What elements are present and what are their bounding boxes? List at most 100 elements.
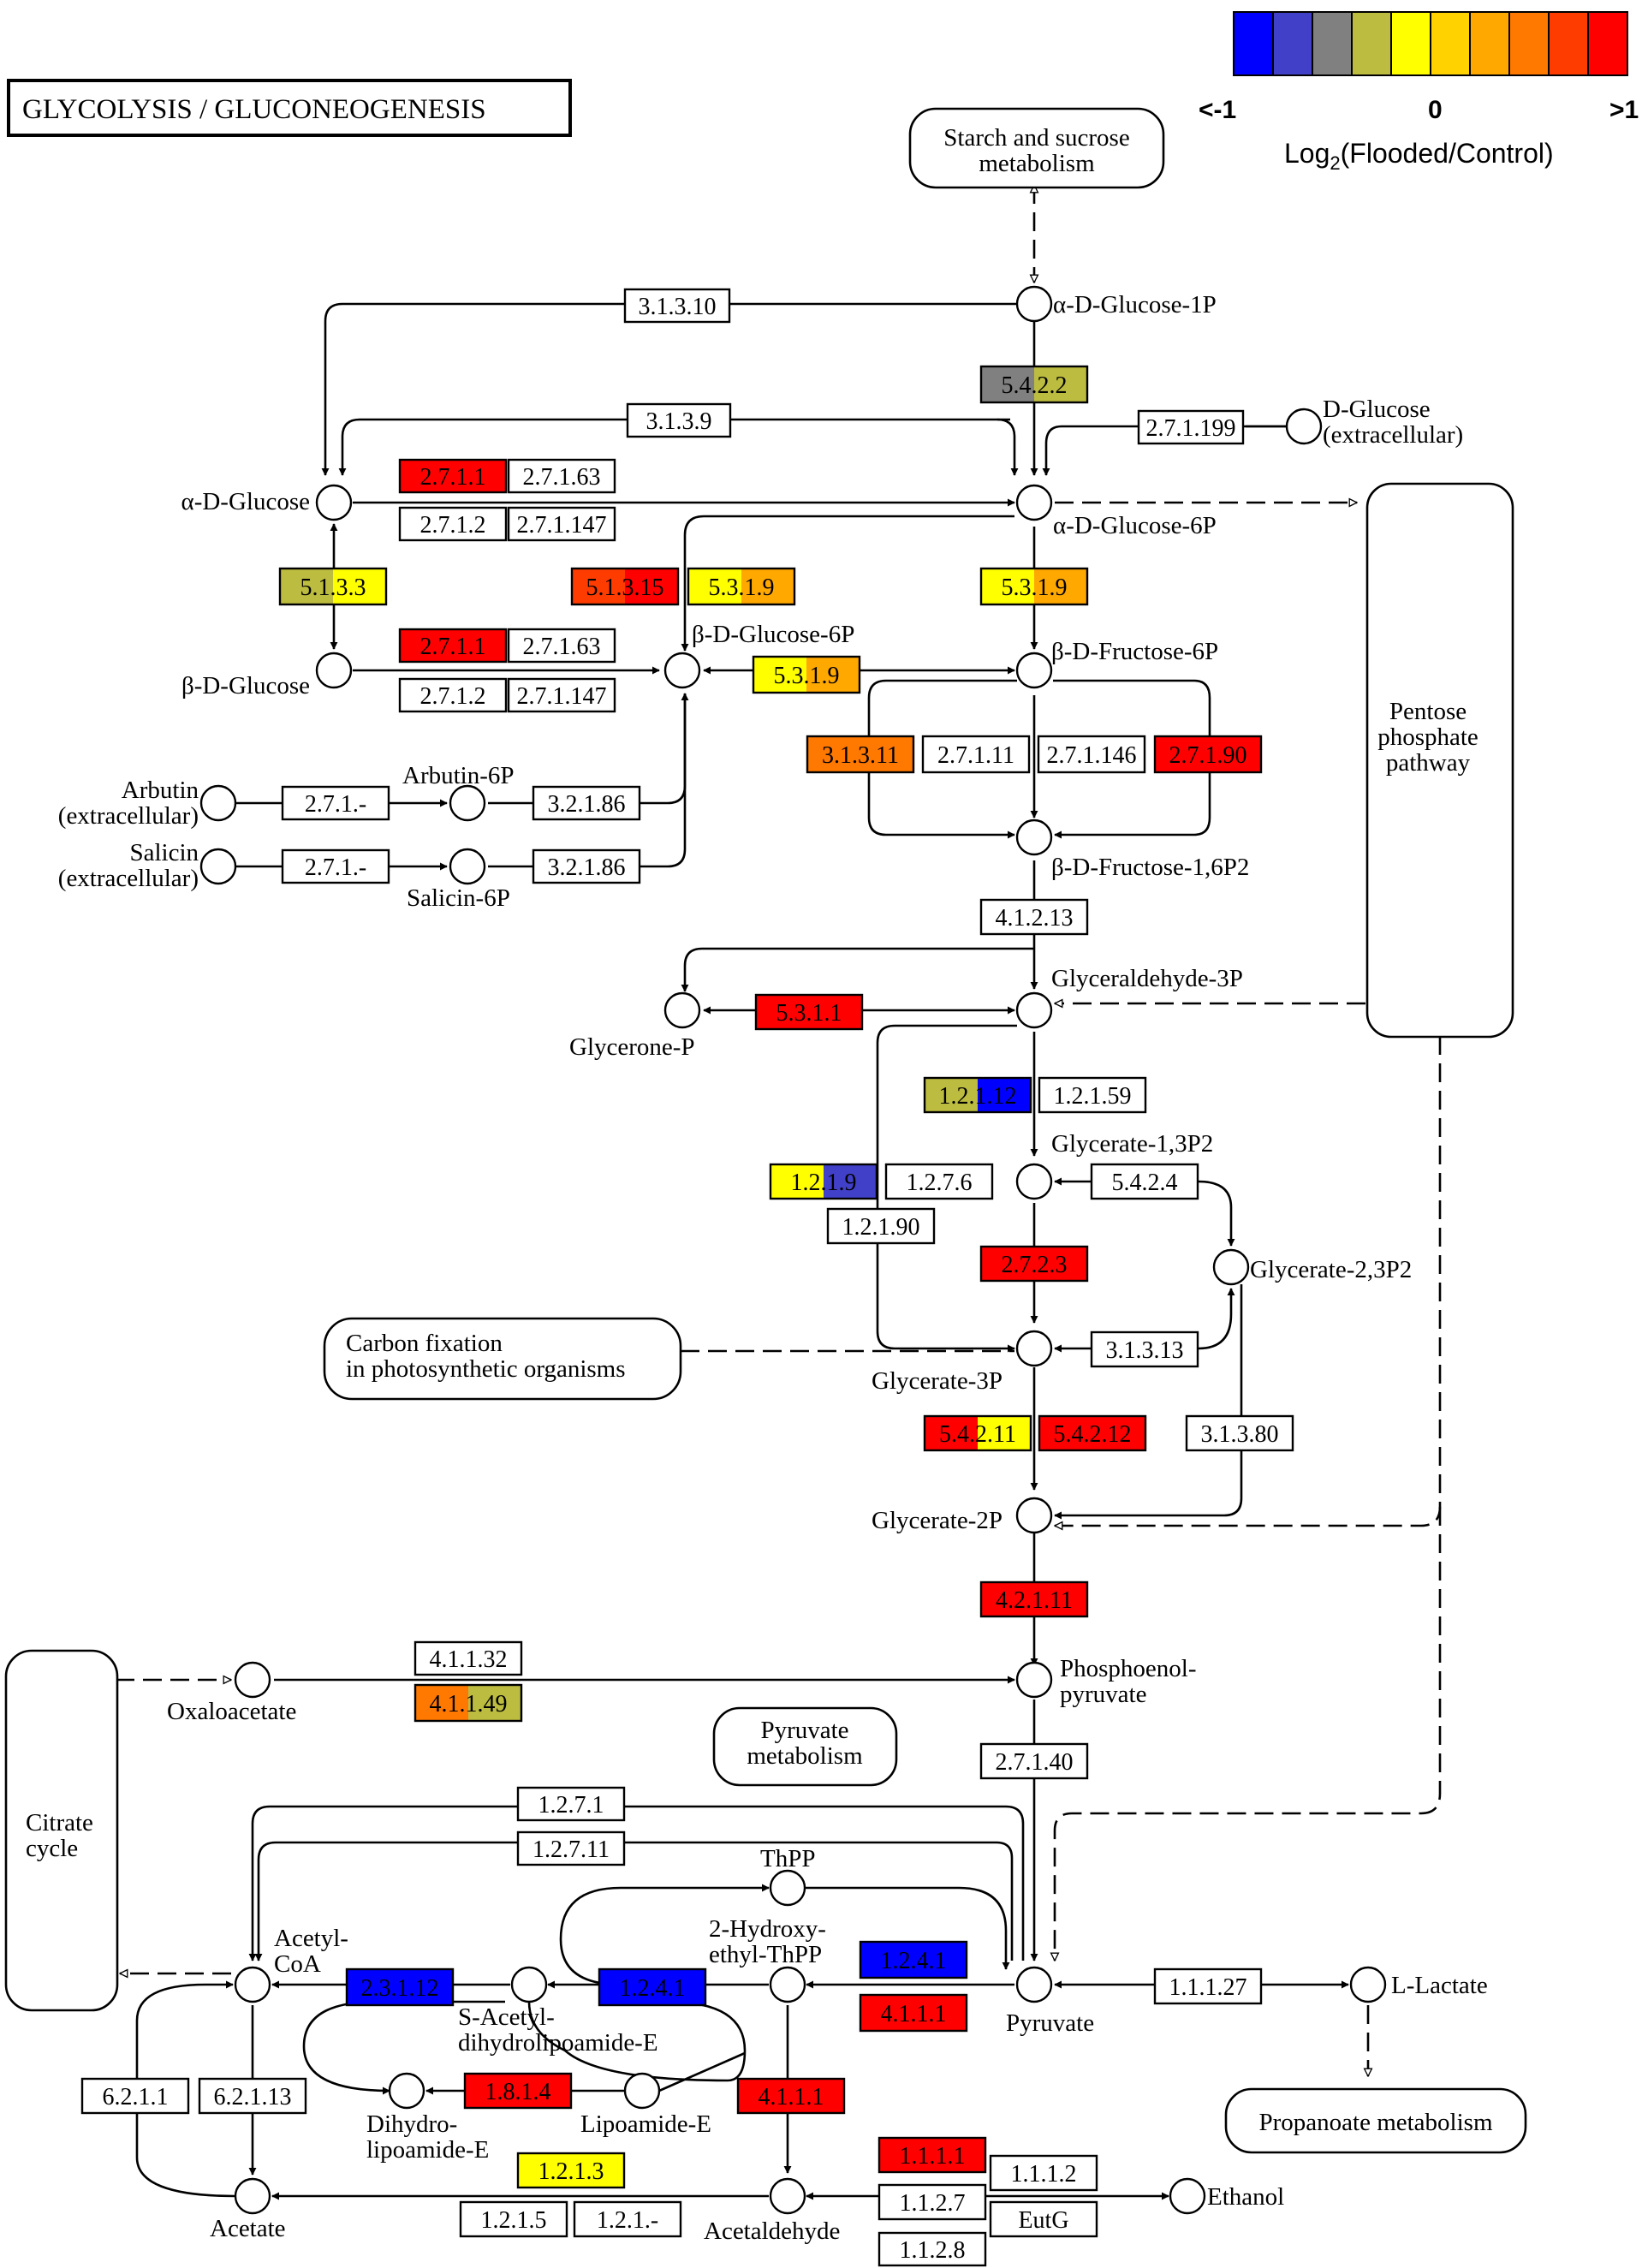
pathway-pyruvate-metabolism[interactable]: [712, 1706, 898, 1787]
compound-arbutin[interactable]: Arbutin(extracellular): [58, 777, 237, 830]
enzyme-5-4-2-12[interactable]: 5.4.2.12: [1038, 1414, 1147, 1452]
enzyme-3-1-3-13[interactable]: 3.1.3.13: [1090, 1330, 1199, 1368]
compound-b-fructose-6p[interactable]: β-D-Fructose-6P: [1015, 638, 1218, 689]
compound-thpp[interactable]: ThPP: [760, 1845, 815, 1907]
compound-salicin[interactable]: Salicin(extracellular): [58, 839, 237, 892]
enzyme-2-7-1-1[interactable]: 2.7.1.1: [398, 458, 508, 494]
enzyme-1-2-7-6[interactable]: 1.2.7.6: [884, 1163, 994, 1200]
enzyme-EutG[interactable]: EutG: [989, 2200, 1098, 2238]
enzyme-4-2-1-11[interactable]: 4.2.1.11: [979, 1580, 1089, 1618]
enzyme-2-7-1-90[interactable]: 2.7.1.90: [1153, 735, 1263, 774]
enzyme-6-2-1-1[interactable]: 6.2.1.1: [80, 2077, 190, 2115]
compound-lipoamide[interactable]: Lipoamide-E: [580, 2072, 711, 2138]
pathway-starch[interactable]: [908, 107, 1165, 189]
compound-a-glucose[interactable]: α-D-Glucose: [181, 484, 353, 521]
pathway-carbon-fixation[interactable]: [323, 1317, 682, 1401]
enzyme-1-2-1-12[interactable]: 1.2.1.12: [923, 1076, 1032, 1114]
compound-acetaldehyde[interactable]: Acetaldehyde: [704, 2177, 840, 2245]
compound-salicin-6p[interactable]: Salicin-6P: [407, 848, 510, 912]
compound-pep[interactable]: Phosphoenol-pyruvate: [1015, 1655, 1197, 1708]
enzyme-5-3-1-1[interactable]: 5.3.1.1: [754, 993, 864, 1031]
enzyme-6-2-1-13[interactable]: 6.2.1.13: [198, 2077, 307, 2115]
enzyme-5-4-2-4[interactable]: 5.4.2.4: [1090, 1163, 1199, 1200]
enzyme-2-7-1-40[interactable]: 2.7.1.40: [979, 1742, 1089, 1780]
compound-glyceraldehyde-3p[interactable]: Glyceraldehyde-3P: [1015, 965, 1243, 1029]
enzyme-2-7-1-147[interactable]: 2.7.1.147: [507, 506, 616, 542]
compound-glycerone-p[interactable]: Glycerone-P: [569, 991, 701, 1061]
enzyme-2-7-2-3[interactable]: 2.7.2.3: [979, 1245, 1089, 1283]
compound-b-glucose[interactable]: β-D-Glucose: [181, 652, 353, 699]
enzyme-2-7-1-146[interactable]: 2.7.1.146: [1037, 735, 1146, 774]
enzyme-4-1-1-32[interactable]: 4.1.1.32: [413, 1640, 523, 1676]
enzyme-3-1-3-11[interactable]: 3.1.3.11: [806, 735, 915, 774]
enzyme-2-7-1-11[interactable]: 2.7.1.11: [921, 735, 1031, 774]
enzyme-1-2-7-11[interactable]: 1.2.7.11: [516, 1830, 626, 1866]
enzyme-2-7-1-147[interactable]: 2.7.1.147: [507, 677, 616, 713]
enzyme-4-1-2-13[interactable]: 4.1.2.13: [979, 898, 1089, 936]
compound-a-glucose-1p[interactable]: α-D-Glucose-1P: [1015, 285, 1217, 323]
enzyme-1-1-1-27[interactable]: 1.1.1.27: [1153, 1967, 1263, 2005]
enzyme-1-2-1-3[interactable]: 1.2.1.3: [516, 2152, 626, 2189]
enzyme-5-3-1-9[interactable]: 5.3.1.9: [979, 567, 1089, 606]
enzyme-5-1-3-3[interactable]: 5.1.3.3: [278, 567, 388, 606]
enzyme-1-2-1--[interactable]: 1.2.1.-: [573, 2200, 682, 2238]
enzyme-3-1-3-9[interactable]: 3.1.3.9: [626, 402, 732, 438]
enzyme-2-7-1--[interactable]: 2.7.1.-: [281, 785, 390, 821]
enzyme-5-3-1-9[interactable]: 5.3.1.9: [752, 655, 861, 694]
enzyme-1-2-4-1[interactable]: 1.2.4.1: [598, 1967, 707, 2007]
enzyme-1-2-1-59[interactable]: 1.2.1.59: [1038, 1076, 1147, 1114]
enzyme-1-1-2-8[interactable]: 1.1.2.8: [878, 2231, 987, 2267]
enzyme-4-1-1-1[interactable]: 4.1.1.1: [859, 1993, 968, 2033]
enzyme-1-8-1-4[interactable]: 1.8.1.4: [463, 2072, 573, 2110]
enzyme-1-1-1-1[interactable]: 1.1.1.1: [878, 2136, 987, 2174]
enzyme-2-7-1-199[interactable]: 2.7.1.199: [1137, 409, 1245, 445]
enzyme-1-2-1-9[interactable]: 1.2.1.9: [769, 1163, 878, 1200]
enzyme-1-1-1-2[interactable]: 1.1.1.2: [989, 2154, 1098, 2192]
enzyme-1-2-1-5[interactable]: 1.2.1.5: [459, 2200, 568, 2238]
compound-acetate[interactable]: Acetate: [210, 2177, 286, 2242]
compound-oxaloacetate[interactable]: Oxaloacetate: [167, 1661, 296, 1725]
enzyme-5-4-2-2[interactable]: 5.4.2.2: [979, 365, 1089, 404]
enzyme-2-7-1-2[interactable]: 2.7.1.2: [398, 506, 508, 542]
enzyme-1-2-1-90[interactable]: 1.2.1.90: [826, 1207, 936, 1245]
pathway-pentose[interactable]: [1365, 482, 1514, 1039]
enzyme-4-1-1-49[interactable]: 4.1.1.49: [413, 1683, 523, 1723]
enzyme-2-7-1-63[interactable]: 2.7.1.63: [507, 628, 616, 664]
compound-l-lactate[interactable]: L-Lactate: [1349, 1966, 1488, 2003]
enzyme-5-4-2-11[interactable]: 5.4.2.11: [923, 1414, 1032, 1452]
enzyme-2-3-1-12[interactable]: 2.3.1.12: [345, 1967, 455, 2007]
enzyme-5-3-1-9[interactable]: 5.3.1.9: [687, 567, 796, 606]
enzyme-2-7-1-1[interactable]: 2.7.1.1: [398, 628, 508, 664]
enzyme-3-1-3-10[interactable]: 3.1.3.10: [623, 288, 731, 324]
compound-pyruvate[interactable]: Pyruvate: [1006, 1966, 1094, 2037]
compound-glycerate-23p2[interactable]: Glycerate-2,3P2: [1212, 1248, 1412, 1286]
compound-ethanol[interactable]: Ethanol: [1169, 2177, 1284, 2215]
pathway-citrate-cycle[interactable]: [4, 1649, 119, 2012]
compound-glycerate-3p[interactable]: Glycerate-3P: [872, 1330, 1053, 1395]
enzyme-5-1-3-15[interactable]: 5.1.3.15: [570, 567, 680, 606]
compound-acetyl-coa[interactable]: Acetyl-CoA: [234, 1925, 348, 2003]
compound-hydroxyethyl-thpp[interactable]: 2-Hydroxy-ethyl-ThPP: [709, 1915, 826, 2003]
compound-dihydrolipoamide[interactable]: Dihydro-lipoamide-E: [366, 2072, 489, 2164]
compound-glycerate-13p2[interactable]: Glycerate-1,3P2: [1015, 1130, 1213, 1200]
compound-d-glucose-ext[interactable]: D-Glucose(extracellular): [1285, 396, 1463, 449]
enzyme-1-2-7-1[interactable]: 1.2.7.1: [516, 1786, 626, 1822]
enzyme-1-2-4-1[interactable]: 1.2.4.1: [859, 1940, 968, 1979]
enzyme-2-7-1-2[interactable]: 2.7.1.2: [398, 677, 508, 713]
compound-s-acetyl[interactable]: S-Acetyl-dihydrolipoamide-E: [458, 1966, 658, 2057]
enzyme-2-7-1-63[interactable]: 2.7.1.63: [507, 458, 616, 494]
enzyme-2-7-1--[interactable]: 2.7.1.-: [281, 848, 390, 884]
compound-b-glucose-6p[interactable]: β-D-Glucose-6P: [663, 621, 854, 689]
compound-arbutin-6p[interactable]: Arbutin-6P: [402, 762, 515, 822]
enzyme-label: 3.1.3.10: [639, 294, 717, 320]
enzyme-1-1-2-7[interactable]: 1.1.2.7: [878, 2183, 987, 2221]
pathway-propanoate[interactable]: [1224, 2087, 1527, 2154]
compound-b-fructose-16p2[interactable]: β-D-Fructose-1,6P2: [1015, 819, 1249, 881]
enzyme-3-2-1-86[interactable]: 3.2.1.86: [532, 785, 641, 821]
compound-a-glucose-6p[interactable]: α-D-Glucose-6P: [1015, 484, 1217, 539]
enzyme-3-1-3-80[interactable]: 3.1.3.80: [1185, 1414, 1294, 1452]
enzyme-3-2-1-86[interactable]: 3.2.1.86: [532, 848, 641, 884]
enzyme-4-1-1-1[interactable]: 4.1.1.1: [736, 2077, 846, 2115]
compound-glycerate-2p[interactable]: Glycerate-2P: [872, 1497, 1053, 1534]
